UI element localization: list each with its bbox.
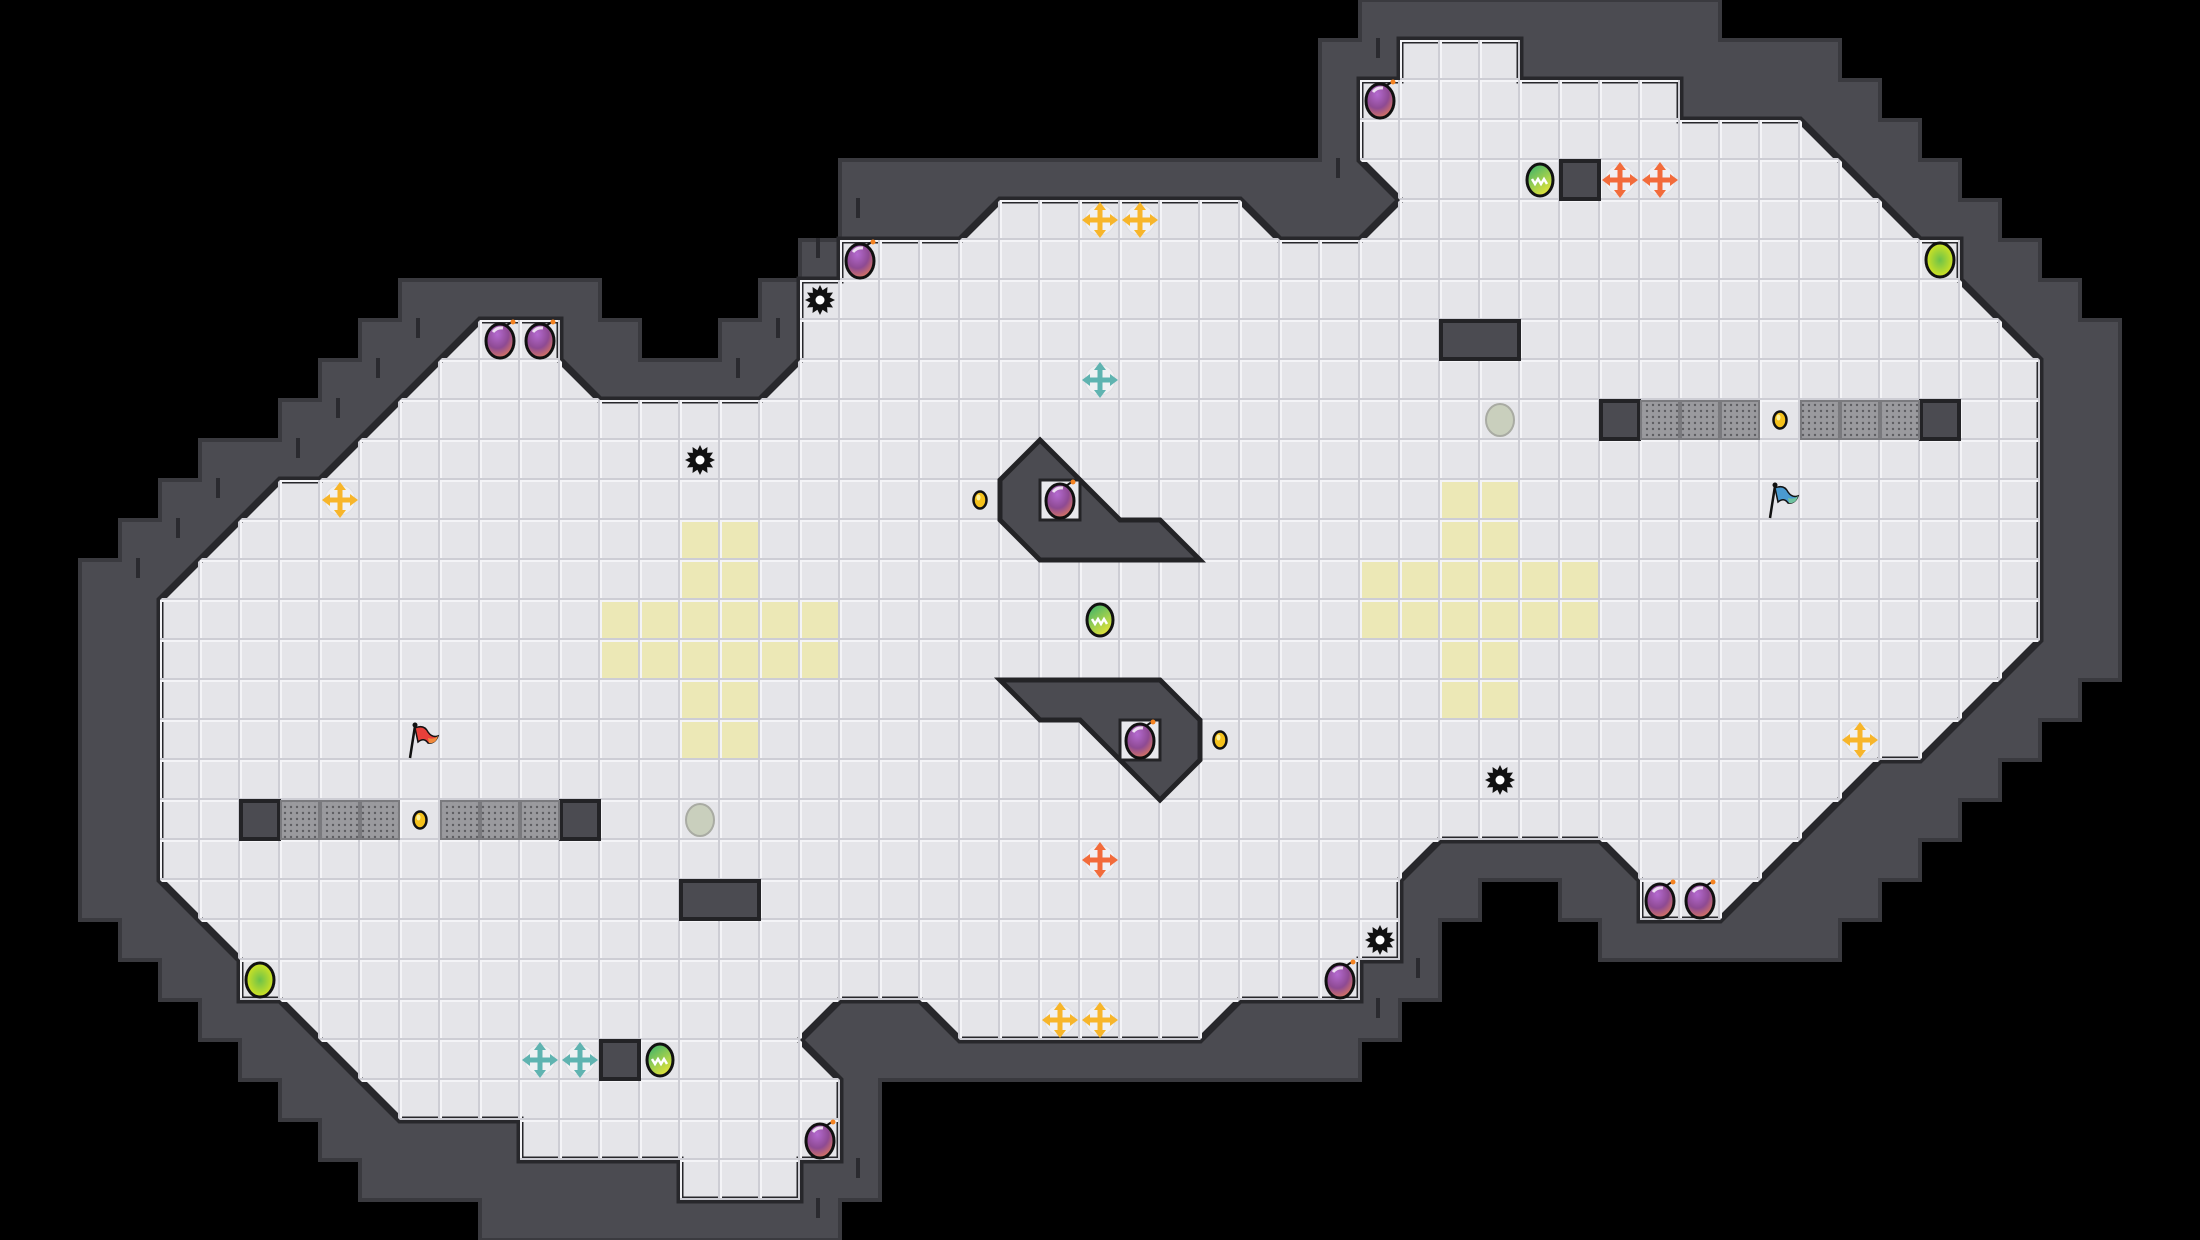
solid-blocks xyxy=(239,159,1961,1081)
solid-block xyxy=(1559,159,1601,201)
four-way-arrow-icon xyxy=(1082,362,1118,398)
solid-block xyxy=(239,799,281,841)
four-way-arrow-icon xyxy=(1602,162,1638,198)
bomb-icon xyxy=(1044,479,1076,520)
spiked-gear-icon xyxy=(1485,765,1515,795)
solid-block xyxy=(679,879,761,921)
coin-icon xyxy=(1212,730,1228,750)
four-way-arrow-icon xyxy=(322,482,358,518)
four-way-arrow-icon xyxy=(562,1042,598,1078)
grate-tile xyxy=(1640,400,1680,440)
four-way-arrow-icon xyxy=(1642,162,1678,198)
entities xyxy=(244,79,1956,1160)
wall-tick-marks xyxy=(136,38,1420,1218)
pressure-plate-icon xyxy=(1485,403,1515,437)
four-way-arrow-icon xyxy=(1842,722,1878,758)
spiked-gear-icon xyxy=(805,285,835,315)
four-way-arrow-icon xyxy=(1082,842,1118,878)
four-way-arrow-icon xyxy=(1082,1002,1118,1038)
interior-wall-upper xyxy=(997,436,1207,563)
bomb-icon xyxy=(1684,879,1716,920)
grate-tile xyxy=(1880,400,1920,440)
flag-icon xyxy=(408,722,440,759)
four-way-arrow-icon xyxy=(1042,1002,1078,1038)
grate-tile xyxy=(1720,400,1760,440)
coin-icon xyxy=(412,810,428,830)
bomb-icon xyxy=(1644,879,1676,920)
grate-tile xyxy=(440,800,480,840)
grate-tile xyxy=(280,800,320,840)
spiked-gear-icon xyxy=(685,445,715,475)
lime-orb-icon xyxy=(244,961,276,999)
grate-tile xyxy=(360,800,400,840)
four-way-arrow-icon xyxy=(1082,202,1118,238)
bomb-icon xyxy=(1364,79,1396,120)
coin-icon xyxy=(972,490,988,510)
flag-icon xyxy=(1768,482,1800,519)
spiked-gear-icon xyxy=(1365,925,1395,955)
bomb-icon xyxy=(1124,719,1156,760)
striped-orb-icon xyxy=(645,1042,675,1078)
bomb-icon xyxy=(484,319,516,360)
grate-tile xyxy=(520,800,560,840)
bomb-icon xyxy=(524,319,556,360)
striped-orb-icon xyxy=(1085,602,1115,638)
striped-orb-icon xyxy=(1525,162,1555,198)
solid-block xyxy=(1919,399,1961,441)
bomb-icon xyxy=(804,1119,836,1160)
four-way-arrow-icon xyxy=(1122,202,1158,238)
interior-wall-lower xyxy=(993,677,1203,804)
solid-block xyxy=(599,1039,641,1081)
solid-block xyxy=(559,799,601,841)
solid-block xyxy=(1439,319,1521,361)
pressure-plate-icon xyxy=(685,803,715,837)
grate-tile xyxy=(1800,400,1840,440)
grate-tile xyxy=(480,800,520,840)
coin-icon xyxy=(1772,410,1788,430)
bomb-icon xyxy=(844,239,876,280)
bomb-icon xyxy=(1324,959,1356,1000)
grate-tile xyxy=(320,800,360,840)
grate-tile xyxy=(1680,400,1720,440)
grate-tile xyxy=(1840,400,1880,440)
four-way-arrow-icon xyxy=(522,1042,558,1078)
lime-orb-icon xyxy=(1924,241,1956,279)
solid-block xyxy=(1599,399,1641,441)
